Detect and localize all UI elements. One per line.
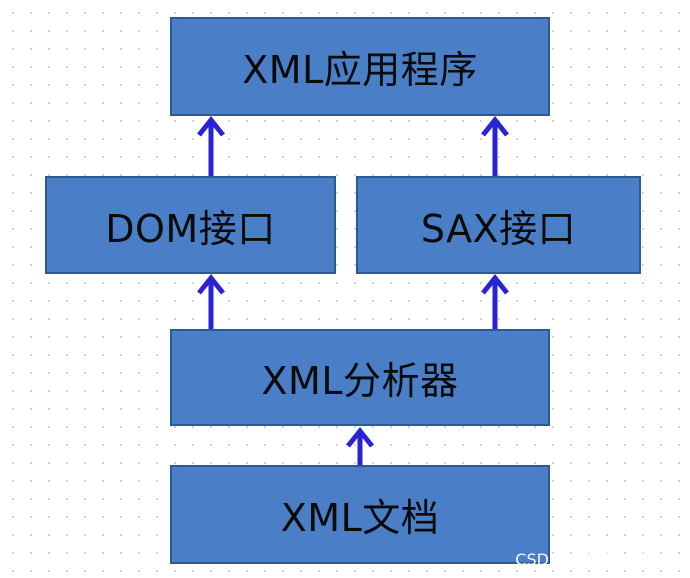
arrow-parser-to-dom — [197, 273, 225, 329]
node-xml-application-label: XML应用程序 — [242, 48, 478, 92]
node-xml-application: XML应用程序 — [170, 17, 550, 116]
watermark: CSDN @我爱吃必胜客 — [515, 550, 678, 569]
node-sax-interface: SAX接口 — [356, 176, 641, 274]
node-xml-document-label: XML文档 — [280, 496, 440, 540]
node-sax-interface-label: SAX接口 — [420, 206, 577, 251]
arrow-document-to-parser — [346, 426, 374, 465]
node-xml-parser-label: XML分析器 — [261, 359, 459, 403]
arrow-dom-to-app — [197, 115, 225, 176]
arrow-parser-to-sax — [481, 273, 509, 329]
node-dom-interface-label: DOM接口 — [105, 206, 276, 251]
node-xml-document: XML文档 — [170, 465, 550, 564]
node-dom-interface: DOM接口 — [45, 176, 336, 274]
arrow-sax-to-app — [481, 115, 509, 176]
node-xml-parser: XML分析器 — [170, 329, 550, 426]
